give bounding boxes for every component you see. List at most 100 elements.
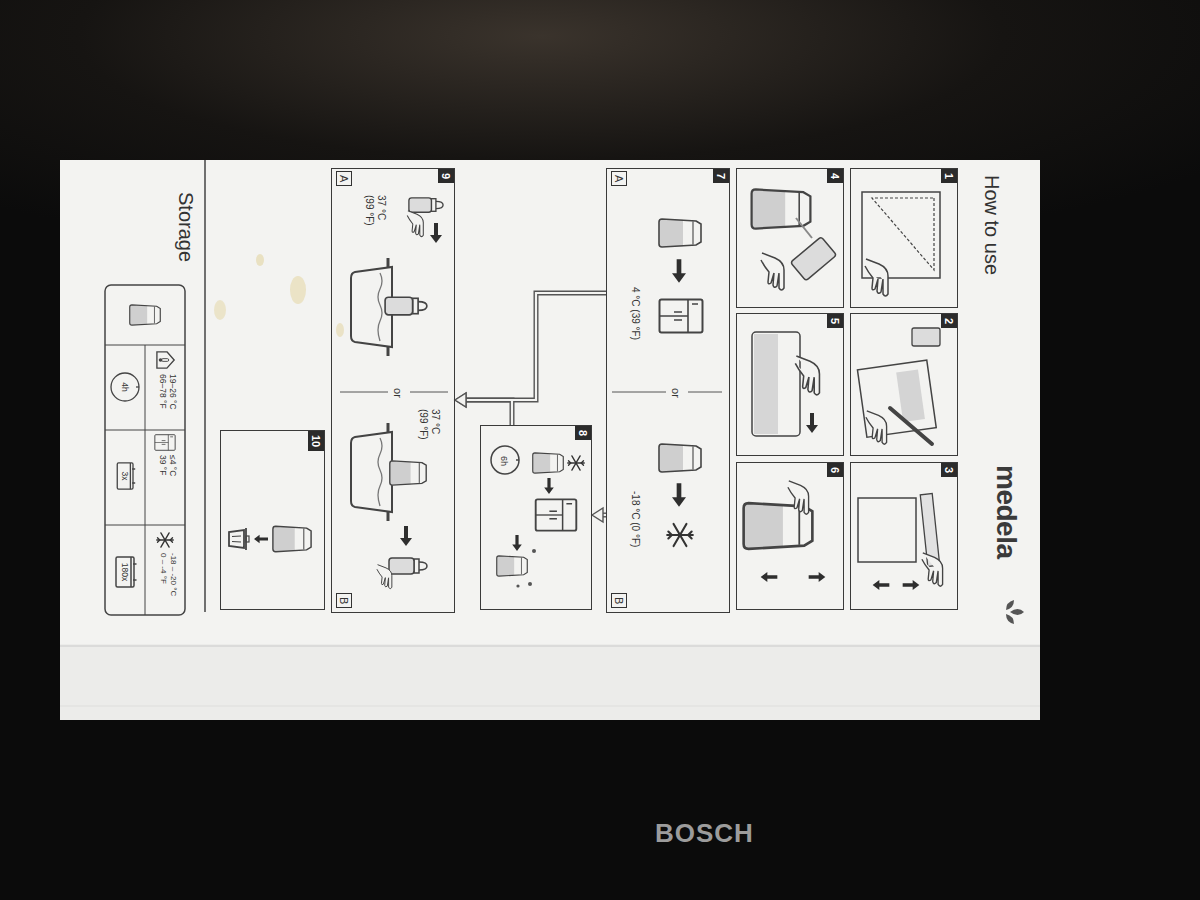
- table-rule: [145, 345, 146, 615]
- section-heading: Storage: [174, 192, 198, 262]
- arrow-icon: [512, 535, 522, 551]
- temperature-label: 4 °C (39 °F): [629, 287, 641, 340]
- bottle-icon: [385, 297, 427, 315]
- table-cell: -18 – -20 °C 0 – -4 °F: [158, 553, 178, 599]
- milk-storage-bag: How to use12345674 °C (39 °F)or-18 °C (0…: [60, 160, 1040, 720]
- section-heading: How to use: [980, 175, 1004, 275]
- seal-edge: [60, 645, 1040, 647]
- flow-arrow: [466, 293, 606, 400]
- bottle-icon: [389, 558, 427, 574]
- milk-stream: [796, 218, 812, 238]
- room-temperature-icon: [157, 352, 174, 368]
- bag-flat: [752, 332, 800, 436]
- brand-logo-text: medela: [990, 465, 1022, 559]
- hand-icon: [377, 565, 392, 589]
- step-panel: 937 °C (99 °F)or37 °C (99 °F)AB: [331, 168, 455, 613]
- bag-icon: [497, 556, 528, 576]
- table-cell: 19–26 °C 66–78 °F: [158, 374, 178, 426]
- snowflake-icon: [568, 456, 585, 470]
- step-number: 2: [941, 314, 957, 328]
- hand-icon: [788, 481, 809, 514]
- arrow-head: [455, 393, 466, 407]
- arrow-icon: [873, 580, 890, 590]
- step-number: 9: [438, 169, 454, 183]
- pen: [890, 408, 932, 444]
- arrow-icon: [761, 572, 778, 582]
- arrow-icon: [672, 483, 686, 506]
- connector-group: [466, 293, 606, 515]
- step-number: 4: [827, 169, 843, 183]
- or-label: or: [391, 385, 405, 401]
- stain: [290, 276, 306, 304]
- or-label: or: [669, 385, 683, 401]
- bottle-icon: [409, 198, 443, 212]
- table-cell: 4h: [120, 373, 130, 401]
- step-number: 8: [575, 426, 591, 440]
- hand-icon: [795, 356, 819, 395]
- step-panel: 5: [736, 313, 844, 456]
- fridge-icon: [155, 435, 175, 451]
- arrow-head: [592, 508, 603, 522]
- or-separator: [410, 392, 448, 393]
- bag-writing: [857, 360, 936, 437]
- milk-fill: [754, 334, 778, 434]
- stain: [256, 254, 264, 266]
- flow-arrow: [466, 400, 512, 425]
- hand-icon: [922, 553, 943, 586]
- arrow-icon: [254, 535, 268, 543]
- clock-icon: [491, 446, 519, 474]
- bag-icon: [390, 461, 426, 485]
- fridge-icon: [536, 499, 577, 530]
- step-number: 5: [827, 314, 843, 328]
- hand-icon: [761, 253, 784, 290]
- bag-icon: [130, 305, 161, 325]
- connector-group: [455, 393, 603, 522]
- bag-illustration: [60, 160, 1040, 720]
- brand-mark: [1006, 600, 1024, 624]
- step-panel: 10: [220, 430, 325, 610]
- bag-icon: [273, 526, 311, 551]
- option-tab: A: [336, 171, 352, 186]
- trash-icon: [229, 528, 249, 550]
- step-number: 3: [941, 463, 957, 477]
- section-divider: [204, 160, 206, 612]
- clock-icon: [111, 373, 139, 401]
- arrow-icon: [903, 580, 920, 590]
- thaw-drop: [532, 549, 536, 553]
- bag-top: [858, 498, 916, 562]
- step-number: 1: [941, 169, 957, 183]
- pouring-bottle: [790, 237, 836, 281]
- arrow-icon: [672, 259, 686, 282]
- milk-container: [912, 328, 940, 346]
- step-panel: 1: [850, 168, 958, 308]
- hand-icon: [407, 211, 423, 237]
- clock-tick: [136, 386, 139, 387]
- or-separator: [688, 392, 722, 393]
- clock-tick: [516, 459, 519, 461]
- bag-icon: [533, 453, 564, 473]
- connector-group: [466, 293, 606, 515]
- option-tab: B: [336, 593, 352, 608]
- flow-arrow: [466, 293, 606, 400]
- bag-icon: [752, 189, 811, 228]
- temperature-label: -18 °C (0 °F): [629, 491, 641, 547]
- seal-edge: [60, 706, 1040, 707]
- arrow-icon: [806, 413, 818, 433]
- arrow-icon: [430, 223, 442, 243]
- timer-label: 6h: [498, 447, 510, 475]
- step-panel: 2: [850, 313, 958, 456]
- step-number: 6: [827, 463, 843, 477]
- step-panel: 3: [850, 462, 958, 610]
- calendar-icon: [117, 463, 135, 489]
- thaw-drop: [528, 582, 532, 586]
- arrow-icon: [809, 572, 826, 582]
- temperature-label: 37 °C (99 °F): [417, 409, 441, 449]
- step-number: 10: [308, 431, 324, 451]
- bag-icon: [659, 219, 701, 247]
- bag-icon: [659, 444, 701, 472]
- appliance-brand: BOSCH: [655, 818, 754, 848]
- or-separator: [612, 392, 666, 393]
- stain: [336, 323, 344, 337]
- step-panel: 6: [736, 462, 844, 610]
